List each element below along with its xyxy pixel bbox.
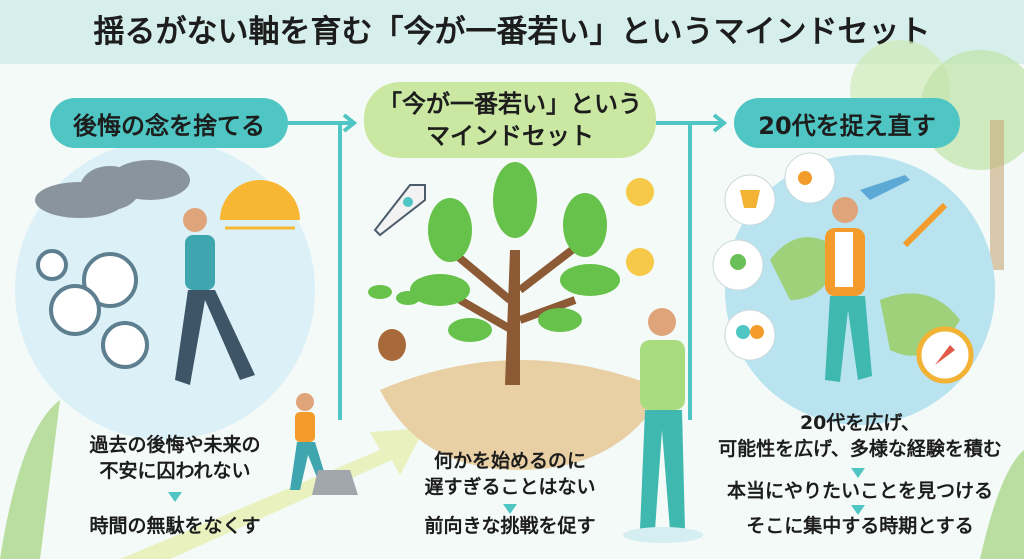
- down-triangle-icon: [168, 492, 182, 502]
- right-description: 20代を広げ、 可能性を広げ、多様な経験を積む: [700, 410, 1020, 462]
- sprout-icon: [368, 285, 420, 361]
- page-title: 揺るがない軸を育む「今が一番若い」というマインドセット: [93, 14, 931, 50]
- heading-discard-regret: 後悔の念を捨てる: [50, 98, 288, 148]
- clock-icon: [36, 249, 149, 369]
- right-result: そこに集中する時期とする: [746, 515, 974, 537]
- storm-cloud-icon: [35, 160, 190, 218]
- pushing-man: [175, 208, 255, 385]
- title-band: [0, 0, 1024, 64]
- man-holding-sprout: [623, 308, 703, 543]
- airplane-icon: [860, 175, 910, 200]
- heading-redefine-twenties: 20代を捉え直す: [734, 98, 960, 148]
- down-triangle-icon: [851, 468, 865, 478]
- text-line: 過去の後悔や未来の: [89, 434, 261, 456]
- heading-youngest-now-mindset: 「今が一番若い」という マインドセット: [364, 82, 656, 158]
- trophy-icon: [724, 174, 776, 226]
- gears-icon: [784, 152, 836, 204]
- rising-path-arrow: [120, 428, 425, 559]
- flow-connectors: [288, 113, 728, 420]
- sun-icon: [220, 180, 300, 230]
- down-triangle-icon: [503, 504, 517, 514]
- walking-man: [825, 197, 872, 382]
- tree-leaves: [410, 162, 620, 342]
- left-description: 過去の後悔や未来の 不安に囚われない: [60, 432, 290, 484]
- text-line: 可能性を広げ、多様な経験を積む: [718, 438, 1002, 460]
- rocket-icon: [373, 184, 426, 237]
- text-line: 20代を広げ、: [799, 412, 921, 434]
- regret-scene: [15, 140, 358, 495]
- down-triangle-icon: [851, 505, 865, 515]
- heading-line-1: 「今が一番若い」という: [378, 90, 642, 118]
- team-icon: [724, 309, 776, 361]
- middle-description: 何かを始めるのに 遅すぎることはない: [405, 448, 615, 500]
- growth-arrow-icon: [902, 202, 948, 248]
- text-line: 何かを始めるのに: [433, 450, 586, 472]
- text-line: 遅すぎることはない: [424, 476, 596, 498]
- middle-result: 前向きな挑戦を促す: [424, 515, 596, 537]
- lightbulb-icon: [626, 178, 654, 276]
- compass-icon: [916, 326, 974, 384]
- twenties-scene: [712, 152, 995, 425]
- text-line: 不安に囚われない: [99, 460, 251, 482]
- left-result: 時間の無駄をなくす: [89, 515, 261, 537]
- heading-line-2: マインドセット: [426, 122, 594, 150]
- climbing-man: [290, 393, 358, 495]
- growing-tree-scene: [368, 162, 703, 543]
- right-step: 本当にやりたいことを見つける: [726, 480, 993, 502]
- people-icon: [712, 239, 764, 291]
